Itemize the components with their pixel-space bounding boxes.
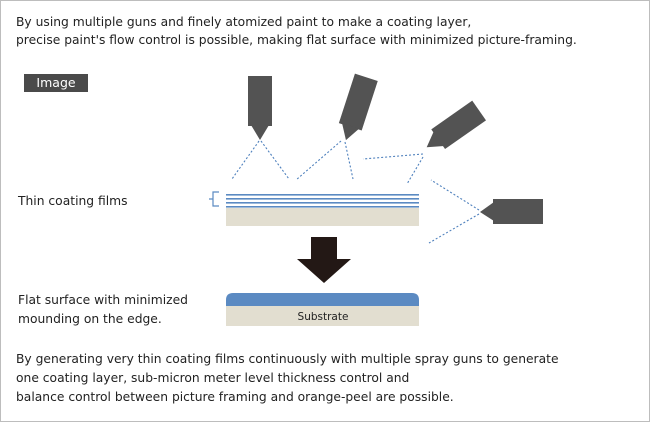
substrate-label: Substrate	[298, 311, 349, 323]
spray-line	[362, 153, 424, 160]
film-bracket	[209, 191, 219, 207]
outro-line: By generating very thin coating films co…	[16, 352, 559, 366]
spray-gun-3-body	[431, 100, 487, 150]
intro-line: precise paint's flow control is possible…	[16, 33, 577, 47]
spray-line	[260, 140, 290, 180]
thin-coating-label: Thin coating films	[18, 194, 128, 208]
spray-gun-1-nozzle	[251, 125, 269, 140]
coating-film	[226, 206, 419, 208]
spray-gun-2	[338, 73, 378, 141]
substrate-layer	[226, 303, 419, 326]
spray-gun-2-nozzle	[342, 123, 360, 141]
outro-line: balance control between picture framing …	[16, 390, 454, 404]
spray-gun-4-nozzle	[480, 202, 494, 221]
spray-gun-4	[480, 199, 543, 224]
substrate-layer-top	[226, 208, 419, 226]
spray-gun-1-body	[248, 76, 272, 126]
spray-line	[406, 156, 424, 185]
coating-film	[226, 194, 419, 196]
spray-patterns	[231, 140, 480, 244]
intro-text: By using multiple guns and finely atomiz…	[16, 13, 577, 49]
spray-line	[428, 213, 480, 244]
spray-gun-1	[248, 76, 272, 140]
outro-text: By generating very thin coating films co…	[16, 350, 559, 407]
flat-surface-label-line: Flat surface with minimized	[18, 293, 188, 307]
flat-coating	[226, 293, 419, 306]
spray-line	[231, 140, 260, 180]
spray-gun-3-nozzle	[426, 131, 445, 148]
flat-surface-label-line: mounding on the edge.	[18, 312, 162, 326]
down-arrow	[297, 237, 351, 283]
spray-line	[430, 179, 480, 211]
spray-line	[344, 141, 354, 180]
flat-surface-label: Flat surface with minimized mounding on …	[18, 291, 188, 329]
image-label: Image	[24, 74, 88, 92]
outro-line: one coating layer, sub-micron meter leve…	[16, 371, 410, 385]
spray-gun-4-body	[493, 199, 543, 224]
thin-coating-films	[226, 194, 419, 226]
flat-surface-result: Substrate	[226, 293, 419, 326]
spray-gun-2-body	[338, 73, 378, 131]
intro-line: By using multiple guns and finely atomiz…	[16, 15, 472, 29]
coating-film	[226, 202, 419, 204]
coating-film	[226, 198, 419, 200]
spray-gun-3	[426, 100, 487, 150]
spray-line	[295, 140, 342, 181]
